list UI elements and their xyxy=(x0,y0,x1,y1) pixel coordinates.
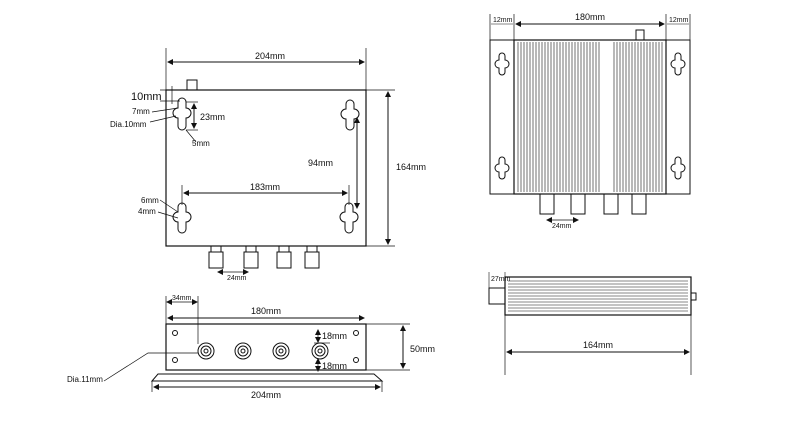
rear-connector-2 xyxy=(570,193,586,215)
top-view-top-stub xyxy=(186,79,198,91)
rear-connector-4 xyxy=(631,193,647,215)
top-width-label: 204mm xyxy=(255,51,285,61)
top-connector-1 xyxy=(208,251,224,269)
rear-left-flange-label: 12mm xyxy=(493,17,513,24)
mount-slot-top-left xyxy=(172,97,192,131)
rear-left-flange xyxy=(489,39,515,195)
front-lower-offset-label: 18mm xyxy=(322,361,347,371)
mount-slot-top-right xyxy=(340,99,360,131)
top-hole-dia-label: Dia.10mm xyxy=(110,120,147,129)
top-hole-pitch-label: 94mm xyxy=(308,158,333,168)
side-view-stub xyxy=(488,287,506,305)
front-upper-offset-label: 18mm xyxy=(322,331,347,341)
top-hole-span-label: 183mm xyxy=(250,182,280,192)
top-connector-pitch-label: 24mm xyxy=(227,275,247,282)
front-hole-dia-leader xyxy=(103,352,198,382)
side-view xyxy=(488,272,697,375)
side-view-ribs xyxy=(508,280,688,312)
front-view-panel xyxy=(165,323,367,371)
side-stub-label: 27mm xyxy=(491,276,511,283)
mount-slot-bottom-left xyxy=(172,202,192,234)
rear-top-stub xyxy=(635,29,645,41)
front-view xyxy=(103,296,410,392)
rear-connector-pitch-label: 24mm xyxy=(552,223,572,230)
front-height-label: 50mm xyxy=(410,344,435,354)
rear-heatsink-fins xyxy=(517,42,663,192)
front-overall-width-label: 204mm xyxy=(251,390,281,400)
top-height-label: 164mm xyxy=(396,162,426,172)
top-view-body xyxy=(165,89,367,247)
side-length-label: 164mm xyxy=(583,340,613,350)
front-view-base-flange xyxy=(150,373,384,382)
rear-inner-width-label: 180mm xyxy=(575,12,605,22)
rear-connector-3 xyxy=(603,193,619,215)
top-connector-4 xyxy=(304,251,320,269)
top-lower-width-label: 4mm xyxy=(138,207,156,216)
top-view xyxy=(149,48,395,275)
front-inner-width-label: 180mm xyxy=(251,306,281,316)
front-edge-label: 34mm xyxy=(172,295,192,302)
top-slot-width-label: 5mm xyxy=(192,139,210,148)
rear-right-flange-label: 12mm xyxy=(669,17,689,24)
top-edge-offset-label: 10mm xyxy=(131,91,162,103)
rear-view xyxy=(489,14,691,223)
top-slot-label: 7mm xyxy=(132,107,150,116)
front-hole-dia-label: Dia.11mm xyxy=(67,375,103,384)
front-connector-3 xyxy=(272,342,290,360)
front-connector-2 xyxy=(234,342,252,360)
front-connector-4 xyxy=(311,342,329,360)
rear-connector-1 xyxy=(539,193,555,215)
front-connector-1 xyxy=(197,342,215,360)
top-lower-offset-label: 6mm xyxy=(141,196,159,205)
side-view-right-stub xyxy=(690,292,697,301)
mount-slot-bottom-right xyxy=(339,202,359,234)
rear-right-flange xyxy=(665,39,691,195)
top-connector-3 xyxy=(276,251,292,269)
rear-heatsink-body xyxy=(513,39,667,195)
top-slot-length-label: 23mm xyxy=(200,112,225,122)
top-connector-2 xyxy=(243,251,259,269)
